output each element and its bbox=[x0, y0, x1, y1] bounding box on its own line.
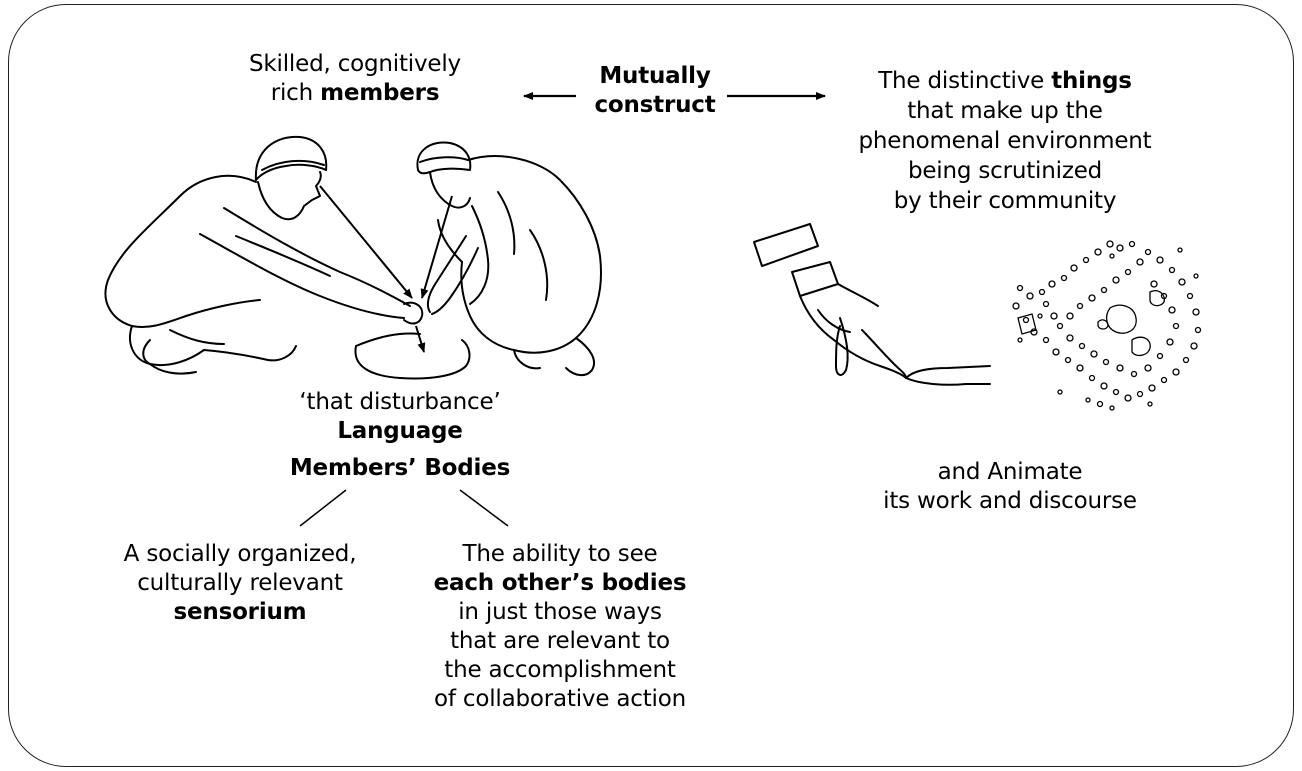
things-line4: being scrutinized bbox=[908, 158, 1102, 184]
gaze-arrows bbox=[320, 186, 452, 352]
crouching-people-illustration bbox=[105, 137, 601, 379]
things-line1-bold: things bbox=[1051, 68, 1132, 94]
mutually-line2: construct bbox=[594, 92, 715, 118]
language-label: ‘that disturbance’ Language bbox=[250, 388, 550, 446]
ability-line6: of collaborative action bbox=[434, 686, 686, 712]
things-label: The distinctive things that make up the … bbox=[820, 66, 1190, 216]
bodies-title: Members’ Bodies bbox=[290, 455, 510, 481]
sensorium-label: A socially organized, culturally relevan… bbox=[90, 540, 390, 627]
pointing-hand-illustration bbox=[754, 224, 990, 385]
members-label: Skilled, cognitively rich members bbox=[205, 50, 505, 108]
animate-label: and Animate its work and discourse bbox=[840, 458, 1180, 516]
ability-line2: each other’s bodies bbox=[434, 570, 687, 596]
bodies-connectors bbox=[300, 490, 508, 526]
ability-line1: The ability to see bbox=[463, 541, 658, 567]
soil-map-illustration bbox=[1013, 241, 1201, 410]
animate-line1: and Animate bbox=[938, 459, 1083, 485]
members-line1: Skilled, cognitively bbox=[249, 51, 461, 77]
ability-label: The ability to see each other’s bodies i… bbox=[410, 540, 710, 714]
ability-line5: the accomplishment bbox=[444, 657, 675, 683]
sensorium-line3: sensorium bbox=[174, 599, 307, 625]
sensorium-line1: A socially organized, bbox=[124, 541, 357, 567]
sensorium-line2: culturally relevant bbox=[137, 570, 343, 596]
members-line2-bold: members bbox=[320, 80, 439, 106]
things-line5: by their community bbox=[894, 188, 1117, 214]
members-bodies-label: Members’ Bodies bbox=[250, 454, 550, 483]
things-line2: that make up the bbox=[907, 98, 1103, 124]
things-line1-pre: The distinctive bbox=[878, 68, 1051, 94]
ability-line4: that are relevant to bbox=[450, 628, 670, 654]
language-quote: ‘that disturbance’ bbox=[299, 389, 500, 415]
ability-line3: in just those ways bbox=[458, 599, 662, 625]
animate-line2: its work and discourse bbox=[883, 488, 1137, 514]
language-title: Language bbox=[337, 418, 462, 444]
things-line3: phenomenal environment bbox=[859, 128, 1152, 154]
members-line2-pre: rich bbox=[271, 80, 320, 106]
mutually-construct-label: Mutually construct bbox=[570, 62, 740, 120]
mutually-line1: Mutually bbox=[599, 63, 710, 89]
